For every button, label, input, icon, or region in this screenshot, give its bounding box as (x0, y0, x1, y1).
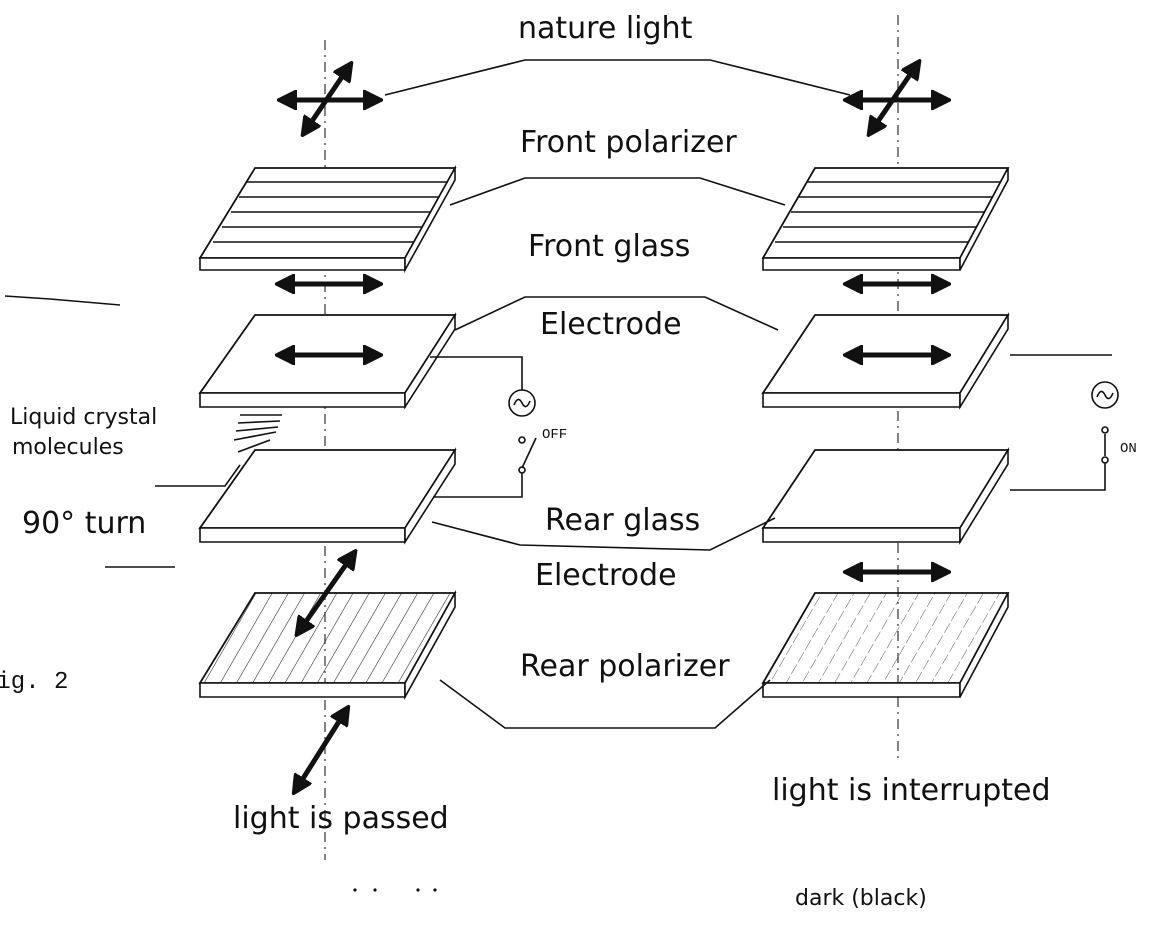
left-front-glass-plate (198, 312, 457, 410)
label-dark-black: dark (black) (795, 886, 927, 911)
label-rear-glass: Rear glass (545, 503, 700, 538)
right-switch-circuit (1010, 354, 1119, 491)
leader-lines (4, 59, 851, 729)
label-switch-on: ON (1120, 441, 1137, 457)
right-rear-polarizer (761, 592, 1010, 698)
label-liquid-crystal: Liquid crystal (10, 405, 157, 430)
label-rear-polarizer: Rear polarizer (520, 649, 730, 684)
left-exit-light-arrow (297, 712, 345, 788)
left-front-polarizer (198, 164, 457, 274)
right-natural-light-arrows (851, 66, 943, 130)
label-front-polarizer: Front polarizer (520, 125, 737, 160)
label-electrode-top: Electrode (540, 307, 682, 342)
label-fig-2: Fig. 2 (0, 669, 68, 696)
left-switch-circuit (430, 356, 537, 498)
label-nature-light: nature light (518, 11, 693, 46)
label-electrode-bottom: Electrode (535, 558, 677, 593)
left-rear-polarizer (198, 556, 457, 701)
label-90-turn: 90° turn (22, 506, 146, 541)
right-front-glass-plate (761, 312, 1010, 410)
right-front-polarizer (761, 167, 1010, 271)
label-light-passed: light is passed (233, 801, 449, 836)
left-rear-glass-plate (198, 447, 457, 545)
label-front-glass: Front glass (528, 229, 690, 264)
label-light-interrupted: light is interrupted (772, 773, 1051, 808)
label-switch-off: OFF (542, 427, 567, 443)
bottom-dots (353, 888, 437, 892)
left-natural-light-arrows (285, 68, 375, 130)
label-molecules: molecules (12, 435, 124, 460)
right-rear-glass-plate (761, 447, 1010, 545)
